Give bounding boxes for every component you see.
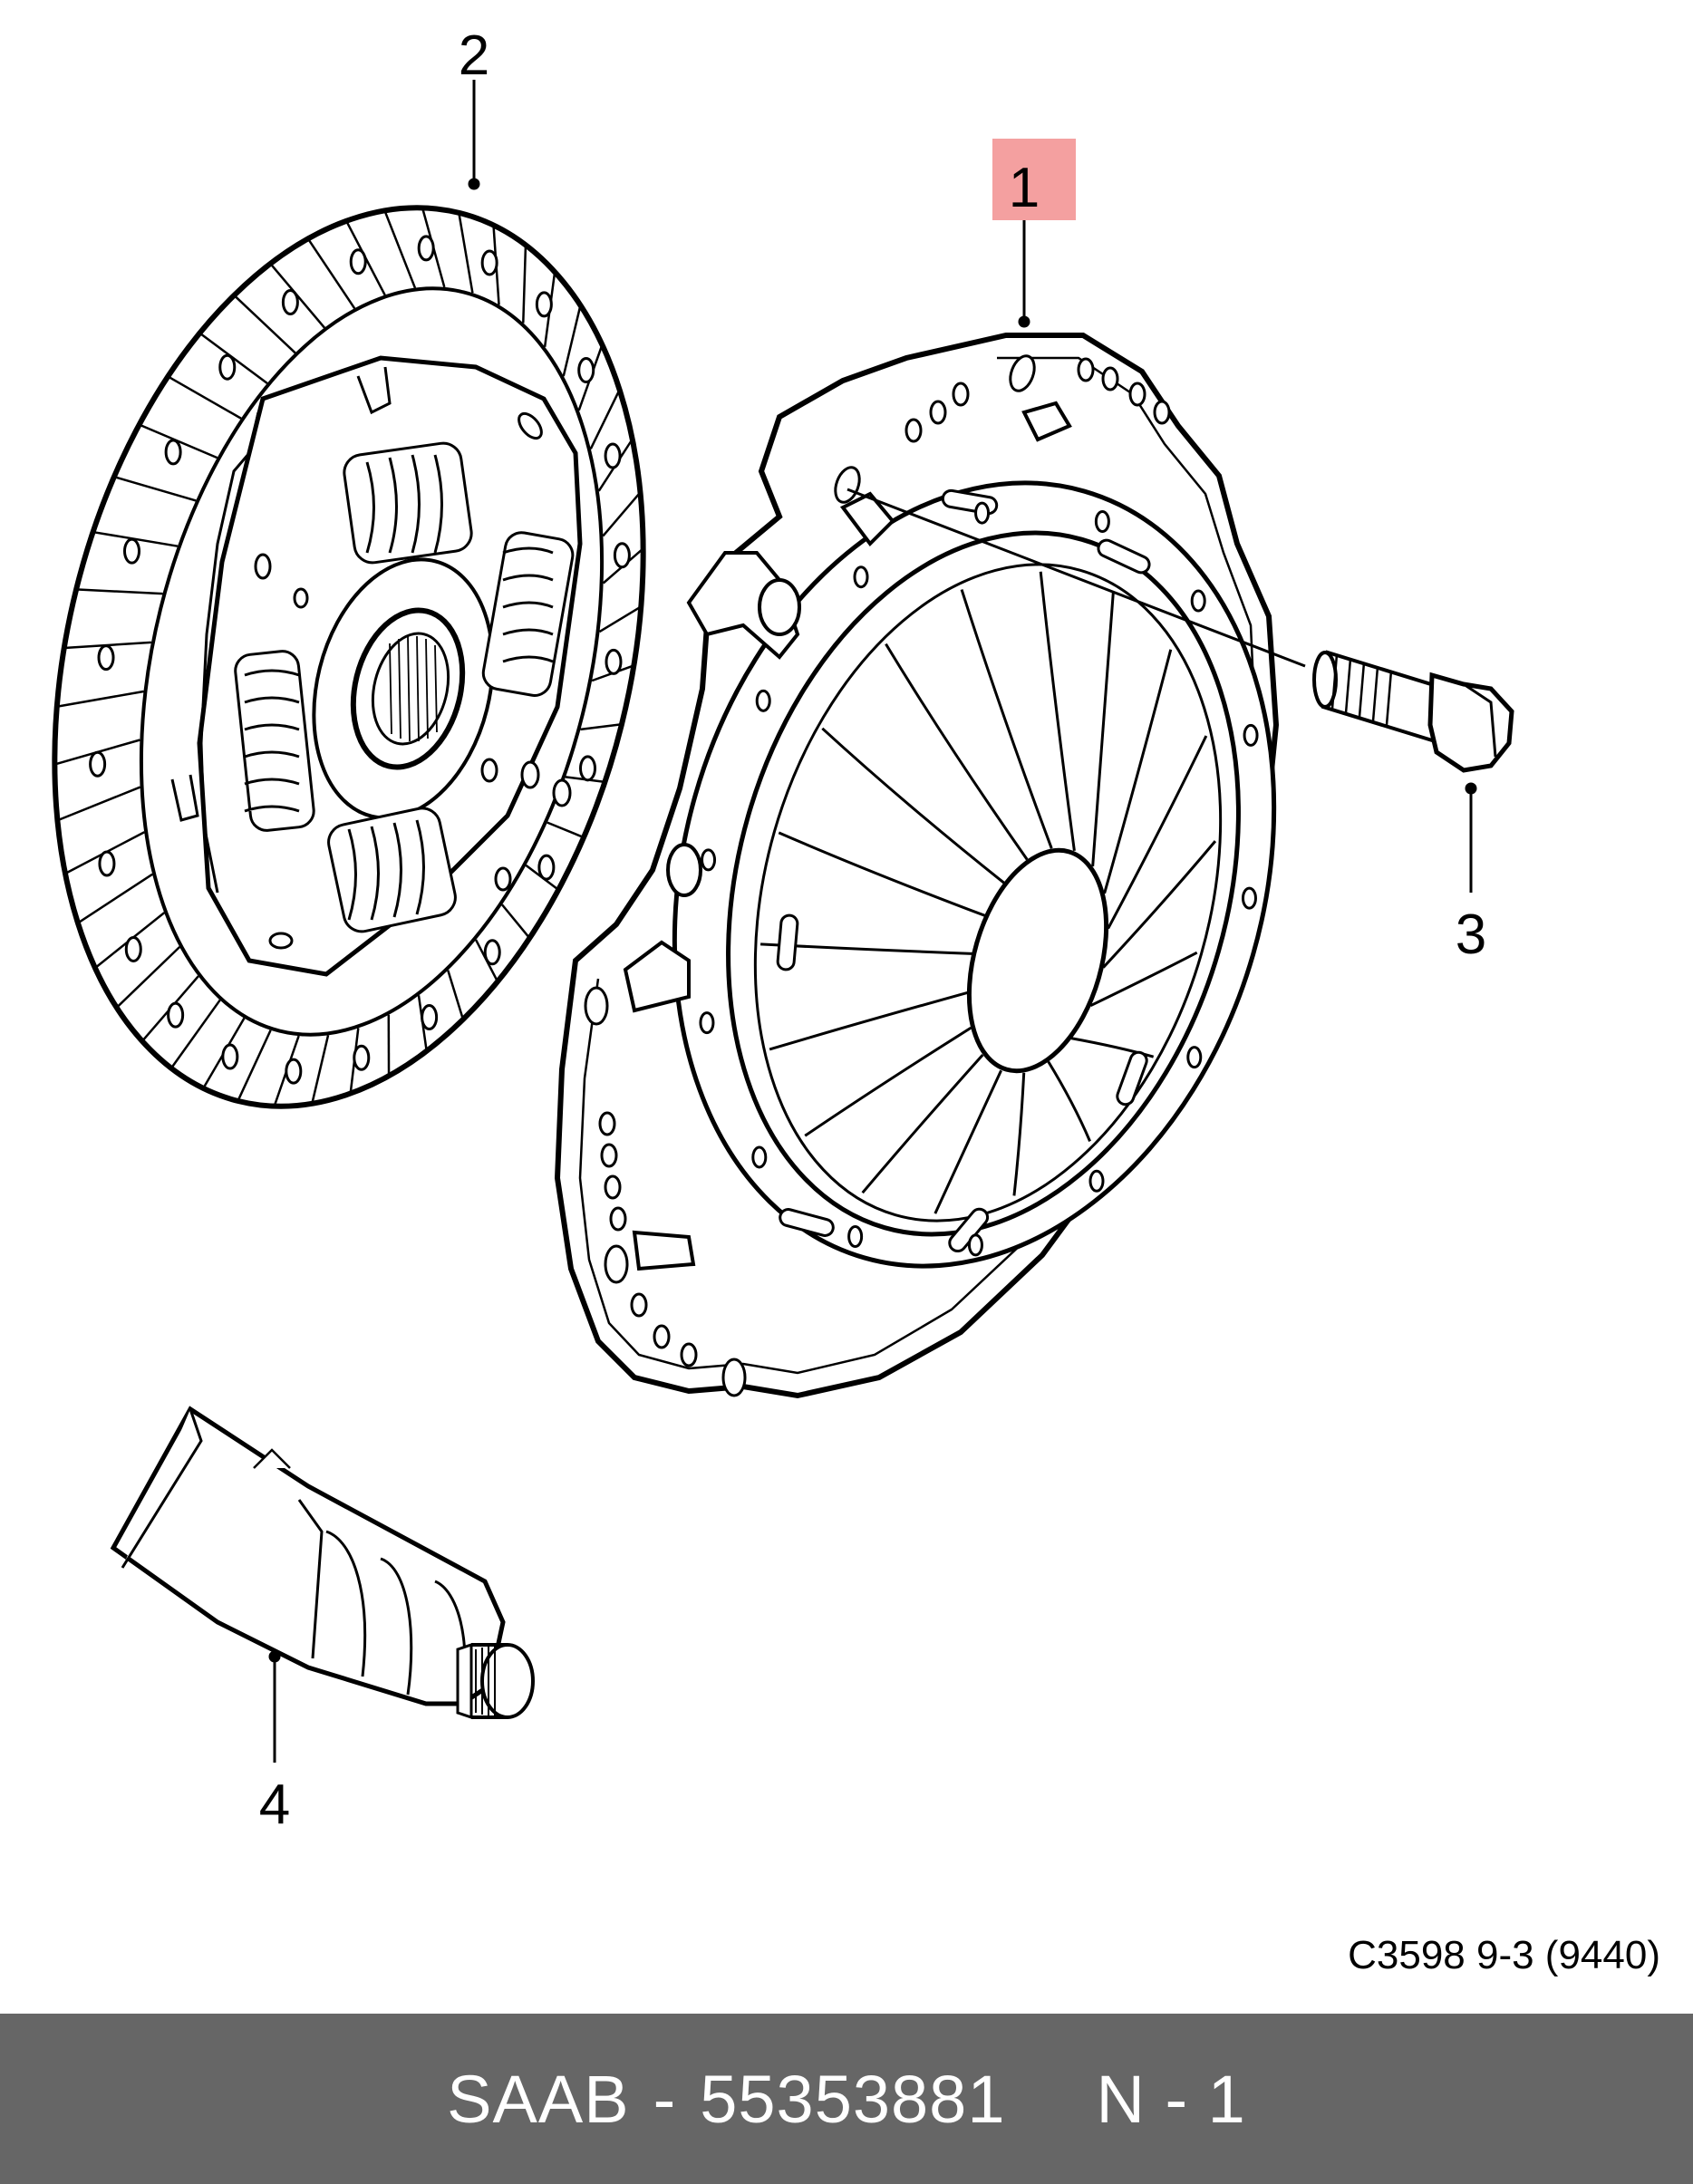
diagram-reference-code: C3598 9-3 (9440) [1348,1933,1660,1977]
position-label: N - 1 [1096,2061,1246,2137]
callout-4-label: 4 [259,1773,290,1836]
callout-2-label: 2 [459,24,489,87]
brand-name: SAAB [447,2061,630,2137]
clutch-pressure-plate-icon [554,333,1280,1399]
bolt-icon [1312,650,1514,773]
clutch-disc-icon [52,205,646,1109]
part-info-footer: SAAB - 55353881 N - 1 [0,2014,1693,2184]
grease-tube-icon [110,1406,535,1720]
part-info-line: SAAB - 55353881 N - 1 [447,2061,1246,2138]
callout-3-label: 3 [1456,904,1486,966]
callout-1: 1 [992,139,1076,220]
brand-separator: - [653,2061,677,2137]
part-number: 55353881 [700,2061,1006,2137]
leader-lines [268,80,1477,1763]
callout-1-label: 1 [1009,157,1040,219]
callout-1-highlight [992,139,1076,220]
